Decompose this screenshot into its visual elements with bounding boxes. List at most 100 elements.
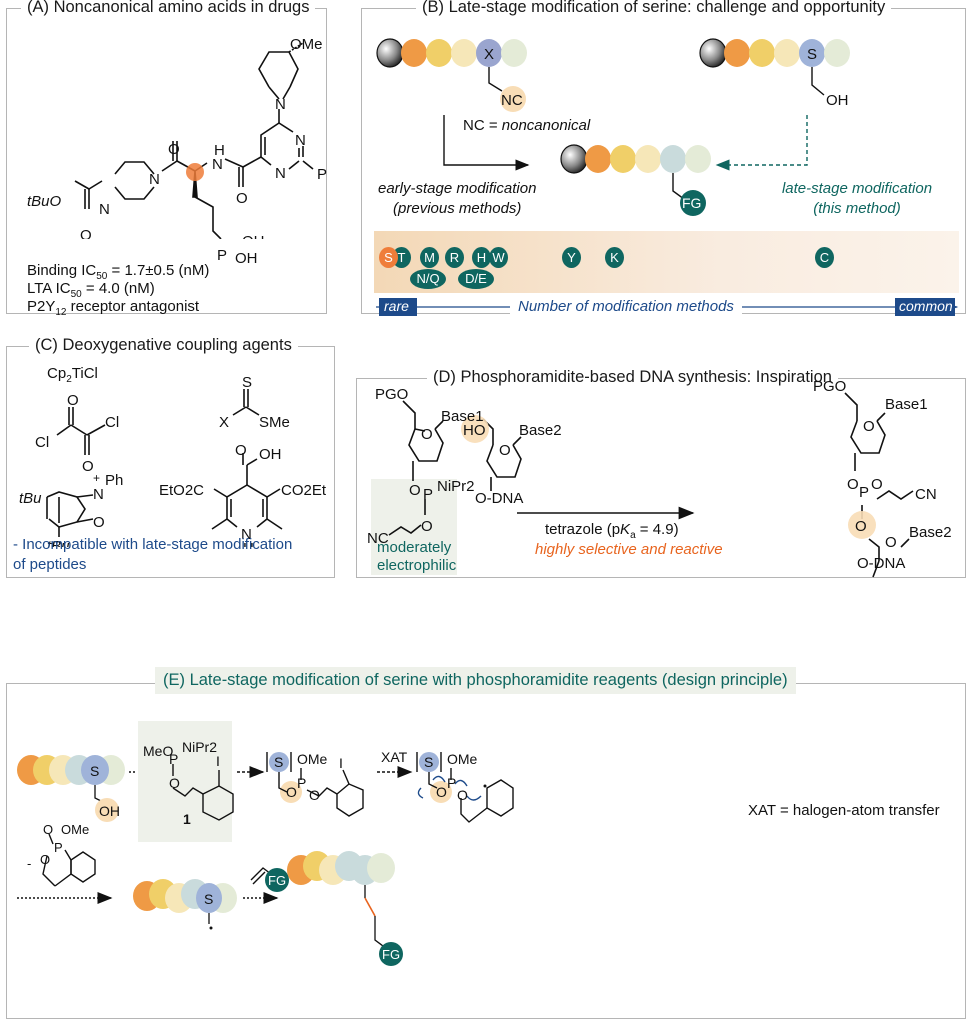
axis-common-label: common	[899, 298, 953, 314]
svg-text:P: P	[447, 775, 456, 791]
svg-text:P: P	[859, 484, 869, 501]
svg-text:N: N	[275, 96, 286, 113]
panel-d: (D) Phosphoramidite-based DNA synthesis:…	[356, 368, 966, 578]
axis-title: Number of modification methods	[510, 298, 742, 315]
svg-text:PGO: PGO	[375, 386, 408, 403]
incompatibility-note: - Incompatible with late-stage modificat…	[13, 536, 293, 573]
residue-badge-m: M	[420, 247, 439, 268]
svg-text:OMe: OMe	[290, 36, 323, 53]
svg-text:FG: FG	[268, 873, 286, 888]
panel-e-title: (E) Late-stage modification of serine wi…	[155, 667, 796, 694]
svg-text:CN: CN	[915, 486, 937, 503]
product-odna: O-DNA	[857, 555, 906, 572]
svg-text:HO: HO	[463, 422, 486, 439]
nc-definition: NC = noncanonical	[463, 117, 591, 134]
svg-text:O: O	[855, 518, 867, 535]
svg-text:OH: OH	[259, 446, 282, 463]
svg-text:O: O	[43, 822, 53, 837]
panel-a-title: (A) Noncanonical amino acids in drugs	[21, 0, 316, 17]
svg-text:S: S	[90, 763, 99, 779]
svg-text:O: O	[82, 458, 94, 475]
early-stage-arrow	[443, 115, 530, 171]
svg-text:EtO2C: EtO2C	[159, 482, 204, 499]
svg-text:NC: NC	[501, 92, 523, 109]
panel-b-title: (B) Late-stage modification of serine: c…	[416, 0, 892, 17]
residue-badge-y: Y	[562, 247, 581, 268]
svg-text:N: N	[241, 526, 252, 543]
svg-text:OH: OH	[826, 92, 849, 109]
svg-text:O: O	[235, 442, 247, 459]
svg-text:Cl: Cl	[105, 414, 119, 431]
design-principle-scheme: S OH MeO P NiPr2 O I 1	[17, 739, 514, 966]
svg-text:Base1: Base1	[885, 396, 928, 413]
svg-text:tBu: tBu	[47, 538, 70, 547]
svg-text:O: O	[409, 482, 421, 499]
svg-text:O: O	[168, 141, 180, 158]
svg-text:OMe: OMe	[297, 751, 328, 767]
electrophilic-highlight-box	[371, 479, 457, 575]
reagent-1-box	[138, 721, 232, 842]
late-stage-label: late-stage modification(this method)	[781, 180, 933, 217]
residue-badge-s: S	[379, 247, 398, 268]
alpha-carbon-highlight	[186, 163, 204, 181]
early-stage-label: early-stage modification(previous method…	[378, 180, 537, 217]
svg-text:O: O	[309, 787, 320, 803]
svg-text:O-DNA: O-DNA	[475, 490, 523, 507]
svg-text:S: S	[424, 754, 433, 770]
modified-peptide-product: FG	[287, 851, 403, 966]
svg-text:H: H	[243, 540, 254, 547]
svg-text:OMe: OMe	[447, 751, 478, 767]
xat-definition: XAT = halogen-atom transfer	[748, 802, 940, 819]
svg-text:P: P	[423, 486, 433, 503]
drug-structure: OMe N N N Ph O H N O N N tBuO O OH	[27, 36, 328, 239]
selectivity-label: highly selective and reactive	[535, 541, 723, 558]
svg-text:Cl: Cl	[35, 434, 49, 451]
serine-radical-peptide: S	[133, 879, 237, 930]
svg-text:Base2: Base2	[519, 422, 562, 439]
phosphonate-oh2: OH	[235, 250, 258, 267]
svg-text:S: S	[242, 374, 252, 391]
residue-badge-c: C	[815, 247, 834, 268]
svg-text:O: O	[421, 518, 433, 535]
svg-text:NiPr2: NiPr2	[437, 478, 475, 495]
late-stage-arrow	[715, 115, 808, 171]
svg-text:NC: NC	[367, 530, 389, 547]
svg-text:O: O	[169, 775, 180, 791]
svg-text:1: 1	[183, 811, 191, 827]
tetrazole-condition: tetrazole (pKa = 4.9)	[545, 521, 679, 541]
panel-c-title: (C) Deoxygenative coupling agents	[29, 336, 298, 355]
panel-c: (C) Deoxygenative coupling agents Cp2TiC…	[6, 336, 335, 578]
svg-text:O: O	[93, 514, 105, 531]
svg-text:O: O	[286, 784, 297, 800]
svg-text:O: O	[80, 227, 92, 239]
svg-text:Base2: Base2	[909, 524, 952, 541]
svg-text:-: -	[27, 856, 31, 871]
svg-text:SMe: SMe	[259, 414, 290, 431]
svg-text:H: H	[214, 142, 225, 159]
svg-text:OH: OH	[242, 233, 265, 239]
svg-text:Ph: Ph	[105, 472, 123, 489]
svg-text:O: O	[236, 190, 248, 207]
svg-text:O: O	[871, 476, 883, 493]
svg-text:PGO: PGO	[813, 379, 846, 395]
svg-text:O: O	[847, 476, 859, 493]
residue-badge-n-q: N/Q	[410, 269, 446, 289]
svg-text:O: O	[436, 784, 447, 800]
cp2ticl: Cp2TiCl	[47, 365, 98, 385]
svg-text:O: O	[863, 418, 875, 435]
svg-text:N: N	[93, 486, 104, 503]
svg-text:S: S	[807, 46, 817, 63]
svg-text:O: O	[40, 852, 50, 867]
svg-text:OH: OH	[99, 803, 120, 819]
panel-e: (E) Late-stage modification of serine wi…	[6, 667, 966, 1019]
svg-text:Ph: Ph	[317, 166, 328, 183]
svg-text:FG: FG	[382, 947, 400, 962]
fg-label: FG	[682, 195, 702, 211]
dna-synthesis-scheme: PGO O Base1 O P NiPr2 O NC HO O Base2 O-…	[367, 379, 952, 578]
svg-text:O: O	[421, 426, 433, 443]
svg-text:Base1: Base1	[441, 408, 484, 425]
panel-a: (A) Noncanonical amino acids in drugs	[6, 0, 328, 318]
svg-text:O: O	[885, 534, 897, 551]
phosphonate-p: P	[217, 247, 228, 264]
receptor-label: P2Y12 receptor antagonist	[27, 298, 200, 318]
